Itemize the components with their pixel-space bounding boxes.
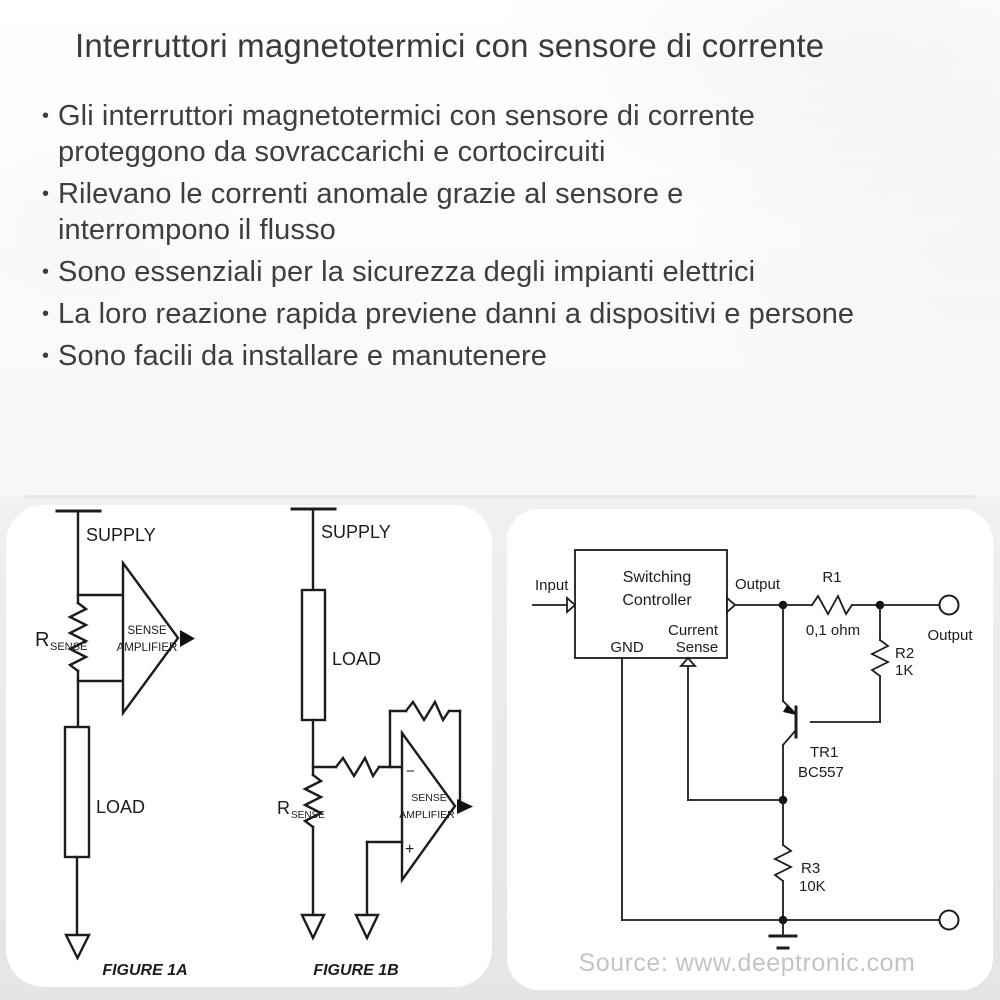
switching-controller-box [574, 549, 728, 659]
fig1a-rsense-resistor [67, 601, 89, 673]
fig1b-load-label: LOAD [332, 649, 381, 669]
fig1b-load-box [300, 588, 327, 722]
fig1b-output-arrow-icon [457, 799, 473, 814]
current-sense-label-1: Current [668, 622, 719, 639]
fig1b-ground-arrow-icon [300, 913, 326, 941]
controller-schematic: Switching Controller GND Current Sense I… [532, 549, 973, 977]
bullet-icon: • [42, 303, 50, 325]
bullet-text: Gli interruttori magnetotermici con sens… [58, 100, 755, 168]
list-item: • Gli interruttori magnetotermici con se… [42, 98, 952, 170]
r3-resistor [772, 843, 794, 883]
r1-name-label: R1 [822, 569, 841, 586]
fig1b-rsense-resistor [302, 773, 324, 829]
r2-resistor [869, 638, 891, 678]
return-terminal [938, 909, 960, 931]
section-divider [24, 495, 976, 499]
tr1-name-label: TR1 [810, 744, 838, 761]
current-sense-arrow-icon [679, 656, 697, 667]
fig1a-caption: FIGURE 1A [102, 962, 187, 979]
list-item: • Sono essenziali per la sicurezza degli… [42, 254, 952, 290]
tr1-emitter-arrow-icon [783, 705, 796, 715]
bullet-text: Sono essenziali per la sicurezza degli i… [58, 256, 756, 288]
current-sense-label-2: Sense [676, 639, 719, 656]
fig1b-amp-label-1: SENSE [411, 792, 447, 804]
tr1-transistor-circle [766, 694, 810, 750]
fig1a-load-label: LOAD [96, 797, 145, 817]
source-credit: Source: www.deeptronic.com [579, 949, 916, 977]
controller-circuit-card: Switching Controller GND Current Sense I… [507, 509, 993, 990]
fig1b-plus-input-label: + [405, 841, 414, 858]
bullet-text: Rilevano le correnti anomale grazie al s… [58, 178, 684, 246]
bullet-text: La loro reazione rapida previene danni a… [58, 298, 855, 330]
fig1b-caption: FIGURE 1B [313, 962, 398, 979]
output-pin-arrow-icon [726, 596, 737, 614]
fig1b-amp-label-2: AMPLIFIER [399, 809, 455, 821]
gnd-pin-label: GND [610, 639, 644, 656]
bullet-icon: • [42, 261, 50, 283]
fig1b-plus-ground-arrow-icon [354, 913, 380, 941]
fig1a-sense-amplifier-triangle [121, 559, 180, 717]
output-terminal [938, 594, 960, 616]
input-label: Input [535, 577, 569, 594]
fig1a-amp-label-2: AMPLIFIER [117, 642, 178, 654]
figure-1b-schematic: SUPPLY LOAD R SENSE − + SENSE AMPLIFIER [277, 507, 473, 979]
fig1a-ground-arrow-icon [64, 933, 91, 961]
r1-value-label: 0,1 ohm [806, 622, 860, 639]
bullet-icon: • [42, 345, 50, 367]
fig1b-supply-label: SUPPLY [321, 522, 391, 542]
tr1-part-label: BC557 [798, 764, 844, 781]
input-arrow-icon [566, 596, 577, 614]
fig1b-feedback-resistor [404, 699, 451, 723]
fig1b-sense-amplifier-triangle [400, 729, 457, 884]
r2-name-label: R2 [895, 645, 914, 662]
page-title: Interruttori magnetotermici con sensore … [75, 27, 825, 64]
output-pin-label: Output [735, 576, 781, 593]
fig1b-input-resistor [334, 755, 381, 779]
fig1b-rsense-sub-label: SENSE [291, 810, 325, 821]
fig1b-minus-input-label: − [406, 763, 415, 780]
fig1a-rsense-sub-label: SENSE [50, 641, 87, 653]
bullet-list: • Gli interruttori magnetotermici con se… [42, 98, 952, 380]
fig1a-rsense-label: R [35, 629, 49, 651]
controller-box-label-2: Controller [622, 592, 692, 609]
controller-circuit-schematic: Switching Controller GND Current Sense I… [532, 549, 973, 977]
output-terminal-label: Output [927, 627, 973, 644]
list-item: • Sono facili da installare e manutenere [42, 338, 952, 374]
figures-1a-1b-schematic: SUPPLY R SENSE SENSE AMPLIFIER LOAD FIGU… [35, 507, 473, 979]
fig1a-output-arrow-icon [180, 630, 195, 647]
figures-1a-1b-card: SUPPLY R SENSE SENSE AMPLIFIER LOAD FIGU… [6, 505, 492, 987]
bullet-text: Sono facili da installare e manutenere [58, 340, 548, 372]
fig1a-supply-label: SUPPLY [86, 525, 156, 545]
fig1a-amp-label-1: SENSE [128, 625, 167, 637]
slide-background: Interruttori magnetotermici con sensore … [0, 0, 1000, 497]
list-item: • La loro reazione rapida previene danni… [42, 296, 952, 332]
figure-1a-schematic: SUPPLY R SENSE SENSE AMPLIFIER LOAD FIGU… [35, 509, 195, 979]
r3-name-label: R3 [801, 860, 820, 877]
controller-box-label-1: Switching [623, 569, 691, 586]
bullet-icon: • [42, 105, 50, 127]
list-item: • Rilevano le correnti anomale grazie al… [42, 176, 952, 248]
fig1b-rsense-label: R [277, 798, 290, 818]
fig1a-load-box [63, 725, 91, 859]
r2-value-label: 1K [895, 662, 913, 679]
r3-value-label: 10K [799, 878, 826, 895]
r1-resistor [810, 593, 854, 616]
bullet-icon: • [42, 183, 50, 205]
